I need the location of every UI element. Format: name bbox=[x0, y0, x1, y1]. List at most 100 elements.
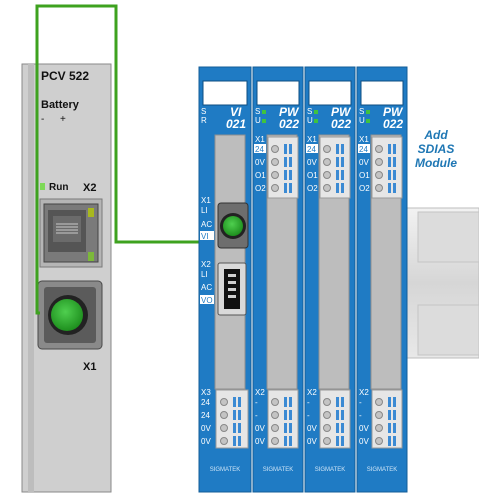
vi-name-line1: VI bbox=[230, 105, 242, 119]
pw-x1-pin-3: O1 bbox=[307, 171, 318, 180]
add-label-line-3: Module bbox=[415, 156, 457, 170]
port-x1-label: X1 bbox=[83, 361, 96, 373]
pw-x1-pin-3: O1 bbox=[255, 171, 266, 180]
vi-label-slot bbox=[202, 80, 248, 106]
pw-status-u: U bbox=[255, 116, 261, 125]
pw-status-s: S bbox=[307, 107, 312, 116]
pw-x1-pin-2: 0V bbox=[307, 158, 317, 167]
vi-x3-pin-4: 0V bbox=[201, 437, 211, 446]
pw-led-u bbox=[262, 119, 266, 123]
pw-status-s: S bbox=[359, 107, 364, 116]
pw-led-s bbox=[366, 110, 370, 114]
battery-plus-label: + bbox=[60, 114, 66, 125]
pw-label-slot bbox=[256, 80, 300, 106]
pw-x2-label: X2 bbox=[255, 388, 265, 397]
pw-led-s bbox=[262, 110, 266, 114]
vi-x1-pin-vi-box bbox=[200, 231, 214, 240]
pw-x1-pin-4: O2 bbox=[359, 184, 370, 193]
pw-x2-pin-1: - bbox=[359, 398, 362, 407]
pw-x2-pin-4: 0V bbox=[359, 437, 369, 446]
pw-status-s: S bbox=[255, 107, 260, 116]
pw-022-modules: SUPW022X1240VO1O2X2--0V0VSIGMATEKSUPW022… bbox=[252, 66, 408, 493]
vi-x3-pin-2: 24 bbox=[201, 411, 210, 420]
vi-x2-label: X2 bbox=[201, 260, 211, 269]
pw-x1-label: X1 bbox=[307, 135, 317, 144]
pw-led-u bbox=[314, 119, 318, 123]
vi-x1-label: X1 bbox=[201, 196, 211, 205]
pw-x2-pin-2: - bbox=[255, 411, 258, 420]
vi-x1-pin-li: LI bbox=[201, 206, 208, 215]
add-label-line-1: Add bbox=[424, 128, 448, 142]
battery-label: Battery bbox=[41, 99, 80, 111]
port-x2-label: X2 bbox=[83, 182, 96, 194]
din-rail bbox=[403, 207, 479, 359]
link-led bbox=[88, 208, 94, 217]
pw-x1-pin-4: O2 bbox=[307, 184, 318, 193]
pw-x1-label: X1 bbox=[255, 135, 265, 144]
vi-x2-pin-vo: VO bbox=[201, 296, 213, 305]
pw-brand: SIGMATEK bbox=[315, 467, 346, 473]
pw-x2-pin-4: 0V bbox=[307, 437, 317, 446]
pw-x1-pin-4: O2 bbox=[255, 184, 266, 193]
pw-name-line1: PW bbox=[383, 105, 404, 119]
pw-x2-pin-1: - bbox=[255, 398, 258, 407]
pw-x1-pin-1: 24 bbox=[307, 145, 316, 154]
pw-x2-pin-2: - bbox=[307, 411, 310, 420]
vi-x2-pin-ac: AC bbox=[201, 283, 212, 292]
vi-status-s: S bbox=[201, 107, 206, 116]
pw-x2-pin-2: - bbox=[359, 411, 362, 420]
pw-name-line1: PW bbox=[279, 105, 300, 119]
pw-label-slot bbox=[360, 80, 404, 106]
pw-x2-pin-3: 0V bbox=[307, 424, 317, 433]
pw-name-line2: 022 bbox=[279, 117, 299, 131]
run-label: Run bbox=[49, 182, 68, 193]
pw-status-u: U bbox=[307, 116, 313, 125]
vi-x1-pin-vi: VI bbox=[201, 232, 209, 241]
vi-brand: SIGMATEK bbox=[210, 467, 241, 473]
vi-x3-pin-3: 0V bbox=[201, 424, 211, 433]
battery-minus-label: - bbox=[41, 114, 44, 125]
pw-x1-pin-2: 0V bbox=[359, 158, 369, 167]
vi-x2-pin-vo-box bbox=[200, 295, 214, 304]
cpu-module: PCV 522 Battery - + Run X2 bbox=[21, 63, 112, 493]
vi-name-line2: 021 bbox=[226, 117, 246, 131]
pw-x1-pin-2: 0V bbox=[255, 158, 265, 167]
pw-x2-pin-3: 0V bbox=[359, 424, 369, 433]
pw-brand: SIGMATEK bbox=[263, 467, 294, 473]
run-led bbox=[40, 183, 45, 190]
vi-x1-green-connector bbox=[223, 216, 243, 236]
vi-021-module: S R VI 021 X1 LI AC VI X2 LI AC VO X3 24… bbox=[198, 66, 252, 493]
pw-x2-label: X2 bbox=[307, 388, 317, 397]
pw-x2-pin-3: 0V bbox=[255, 424, 265, 433]
pw-x1-pin-3: O1 bbox=[359, 171, 370, 180]
ethernet-port-x2 bbox=[39, 198, 103, 268]
pw-x2-pin-4: 0V bbox=[255, 437, 265, 446]
vi-x1-pin-ac: AC bbox=[201, 220, 212, 229]
pw-x1-pin-1: 24 bbox=[359, 145, 368, 154]
vi-x3-pin-1: 24 bbox=[201, 398, 210, 407]
pw-brand: SIGMATEK bbox=[367, 467, 398, 473]
pw-x2-pin-1: - bbox=[307, 398, 310, 407]
cpu-model-label: PCV 522 bbox=[41, 69, 89, 83]
pw-led-s bbox=[314, 110, 318, 114]
pw-name-line1: PW bbox=[331, 105, 352, 119]
vi-status-r: R bbox=[201, 116, 207, 125]
activity-led bbox=[88, 252, 94, 261]
pw-x1-label: X1 bbox=[359, 135, 369, 144]
x1-green-connector bbox=[51, 299, 83, 331]
add-sdias-module-label[interactable]: Add SDIAS Module bbox=[405, 128, 467, 170]
pw-led-u bbox=[366, 119, 370, 123]
pw-name-line2: 022 bbox=[331, 117, 351, 131]
pw-label-slot bbox=[308, 80, 352, 106]
pw-x1-pin-1: 24 bbox=[255, 145, 264, 154]
port-x1 bbox=[37, 280, 103, 350]
vi-x2-pin-li: LI bbox=[201, 270, 208, 279]
pw-x2-label: X2 bbox=[359, 388, 369, 397]
pw-status-u: U bbox=[359, 116, 365, 125]
add-label-line-2: SDIAS bbox=[417, 142, 455, 156]
vi-x3-label: X3 bbox=[201, 388, 211, 397]
